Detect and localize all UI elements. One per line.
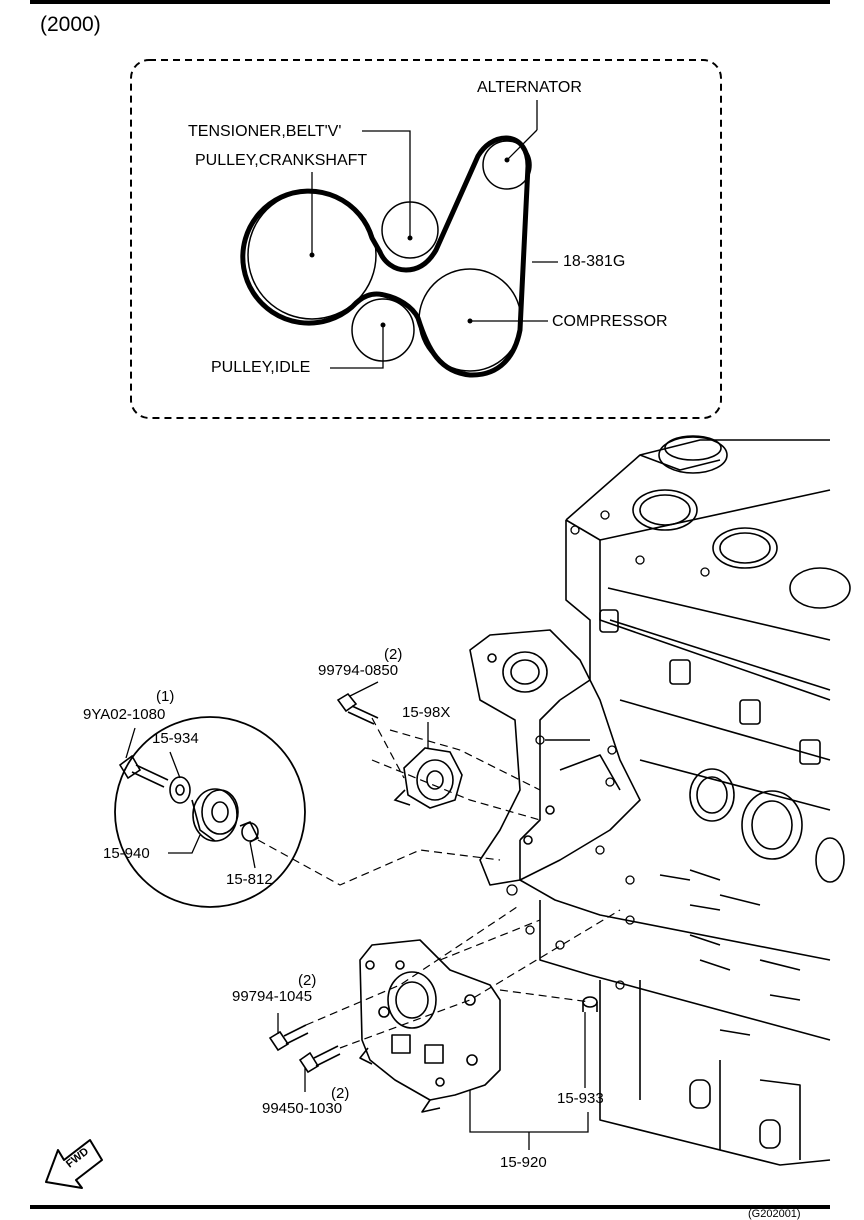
belt-inset-frame xyxy=(130,59,722,419)
engine-block xyxy=(519,439,831,1166)
part-99450-1030: 99450-1030 xyxy=(262,1100,343,1117)
part-15-933: 15-933 xyxy=(557,1090,604,1107)
qty-1030: (2) xyxy=(331,1085,350,1102)
label-belt-part: 18-381G xyxy=(563,253,626,270)
part-leaders xyxy=(125,681,589,1150)
part-9YA02-1080: 9YA02-1080 xyxy=(83,706,166,723)
bolt-1045 xyxy=(268,1024,309,1052)
part-99794-1045: 99794-1045 xyxy=(232,988,313,1005)
label-tensioner: TENSIONER,BELT'V' xyxy=(188,123,342,140)
label-alternator: ALTERNATOR xyxy=(477,79,582,96)
bolt-0850 xyxy=(336,692,379,725)
belt-leaders xyxy=(311,100,558,369)
detail-circle xyxy=(114,716,306,908)
part-99794-0850: 99794-0850 xyxy=(318,662,399,679)
alternator-pulley xyxy=(482,140,532,190)
dowel-pin xyxy=(582,996,598,1012)
bolt-1030 xyxy=(298,1045,341,1074)
qty-1045: (2) xyxy=(298,972,317,989)
lower-bracket xyxy=(359,939,501,1113)
part-15-812: 15-812 xyxy=(226,871,273,888)
belt-centers xyxy=(309,157,510,328)
label-idle: PULLEY,IDLE xyxy=(211,359,311,376)
label-crankshaft: PULLEY,CRANKSHAFT xyxy=(195,152,368,169)
part-15-920: 15-920 xyxy=(500,1154,547,1171)
bottom-rule xyxy=(30,1205,830,1209)
variant-label: (2000) xyxy=(40,13,101,36)
drive-belt xyxy=(240,135,531,378)
idler-pulley-parts xyxy=(118,754,260,843)
footer-code: (G202001) xyxy=(748,1208,801,1220)
qty-1080: (1) xyxy=(156,688,175,705)
part-15-940: 15-940 xyxy=(103,845,150,862)
engine-ports xyxy=(632,435,851,883)
part-15-98X: 15-98X xyxy=(402,704,451,721)
part-15-934: 15-934 xyxy=(152,730,199,747)
top-rule xyxy=(30,0,830,4)
label-compressor: COMPRESSOR xyxy=(552,313,668,330)
qty-0850: (2) xyxy=(384,646,403,663)
assembly-lines xyxy=(257,717,621,1049)
tensioner-bracket xyxy=(469,629,641,886)
engine-bolts xyxy=(506,510,710,990)
fwd-arrow-icon xyxy=(45,1139,103,1189)
tensioner-assembly xyxy=(393,747,463,809)
